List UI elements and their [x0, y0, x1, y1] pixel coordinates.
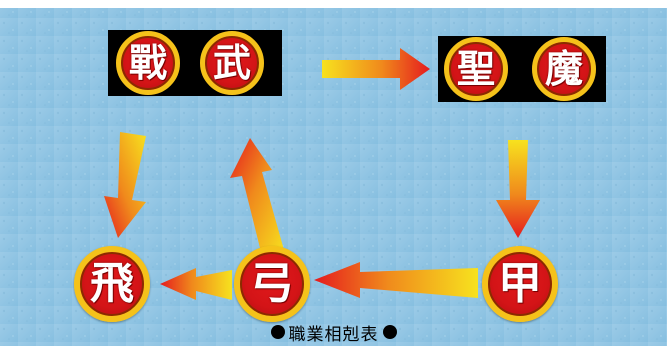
arrow-left-icon [160, 268, 232, 300]
class-label-flyer: 飛 [90, 258, 134, 309]
class-label-warrior: 戰 [128, 41, 167, 85]
bullet-dot-icon [270, 325, 285, 339]
class-label-martial: 武 [212, 41, 251, 85]
class-badge-martial: 武 [200, 31, 264, 95]
class-badge-demon: 魔 [532, 37, 596, 101]
class-label-saint: 聖 [456, 47, 495, 91]
arrow-up-icon [230, 138, 284, 256]
arrow-down-icon [496, 140, 540, 238]
arrow-down-icon [104, 132, 146, 238]
bullet-dot-icon [382, 325, 397, 339]
class-badge-armor: 甲 [482, 246, 558, 322]
class-badge-archer: 弓 [234, 246, 310, 322]
chart-caption: 職業相剋表 [0, 318, 667, 346]
class-label-demon: 魔 [544, 47, 583, 91]
arrow-left-icon [314, 262, 478, 298]
arrow-right-icon [322, 48, 430, 90]
class-badge-saint: 聖 [444, 37, 508, 101]
caption-text: 職業相剋表 [288, 324, 379, 345]
class-badge-warrior: 戰 [116, 31, 180, 95]
class-badge-flyer: 飛 [74, 246, 150, 322]
class-label-armor: 甲 [498, 258, 542, 309]
class-label-archer: 弓 [250, 258, 294, 309]
